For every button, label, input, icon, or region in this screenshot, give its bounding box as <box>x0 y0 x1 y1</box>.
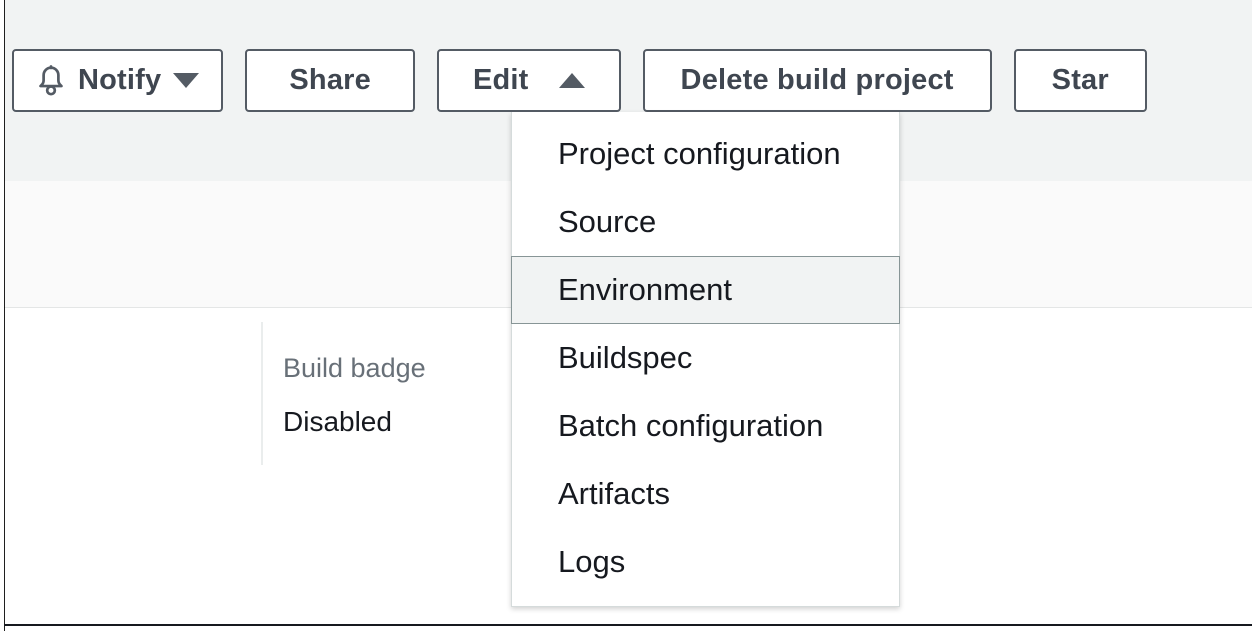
build-badge-detail: Build badge Disabled <box>283 348 503 444</box>
edit-dropdown-menu: Project configuration Source Environment… <box>511 112 900 607</box>
share-button[interactable]: Share <box>245 49 415 112</box>
menu-item-source[interactable]: Source <box>511 188 900 256</box>
menu-item-label: Source <box>558 204 657 239</box>
detail-column-divider <box>261 322 263 465</box>
chevron-down-icon <box>173 73 200 88</box>
menu-item-label: Batch configuration <box>558 408 824 443</box>
action-toolbar: Notify Share Edit Delete build project S… <box>12 49 1147 113</box>
menu-item-buildspec[interactable]: Buildspec <box>511 324 900 392</box>
start-build-label: Star <box>1051 64 1109 96</box>
menu-item-environment[interactable]: Environment <box>511 256 900 324</box>
page-bottom-border <box>4 624 1252 626</box>
build-badge-label: Build badge <box>283 353 426 383</box>
menu-item-batch-configuration[interactable]: Batch configuration <box>511 392 900 460</box>
menu-item-label: Buildspec <box>558 340 693 375</box>
menu-item-label: Environment <box>558 272 733 307</box>
build-badge-value: Disabled <box>283 406 392 437</box>
notify-button-label: Notify <box>78 64 162 96</box>
notify-button[interactable]: Notify <box>12 49 224 112</box>
page-left-border <box>4 0 5 631</box>
menu-item-artifacts[interactable]: Artifacts <box>511 460 900 528</box>
edit-button[interactable]: Edit <box>436 49 621 112</box>
menu-item-logs[interactable]: Logs <box>511 528 900 596</box>
menu-item-project-configuration[interactable]: Project configuration <box>511 120 900 188</box>
bell-icon <box>36 64 66 97</box>
menu-item-label: Logs <box>558 544 626 579</box>
menu-item-label: Project configuration <box>558 136 841 171</box>
edit-button-label: Edit <box>472 64 529 96</box>
chevron-up-icon <box>558 73 585 88</box>
delete-build-project-button[interactable]: Delete build project <box>642 49 992 112</box>
menu-item-label: Artifacts <box>558 476 670 511</box>
start-build-button[interactable]: Star <box>1013 49 1147 112</box>
delete-build-project-label: Delete build project <box>680 64 954 96</box>
share-button-label: Share <box>289 64 371 96</box>
